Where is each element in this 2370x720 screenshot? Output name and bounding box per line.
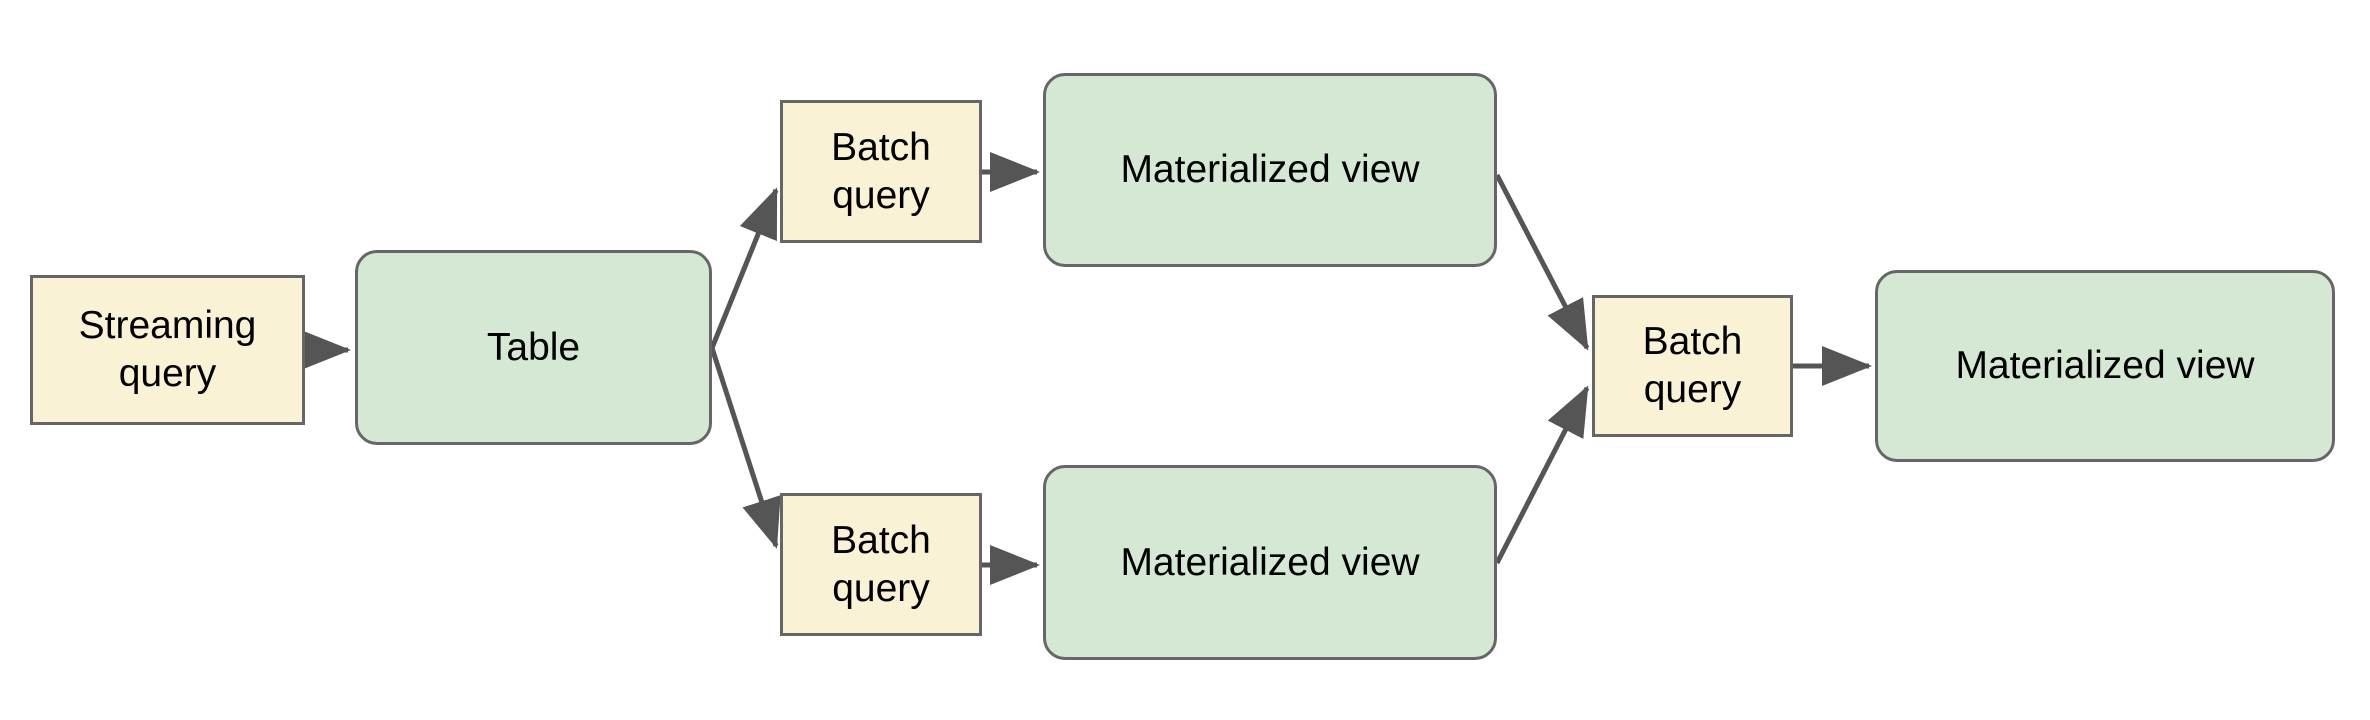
node-batch-query-top[interactable]: Batch query [780,100,982,243]
node-streaming-query-label: Streaming query [78,304,257,395]
edge-materialized-view-bottom-to-batch-query-right [1494,385,1590,565]
node-materialized-view-right[interactable]: Materialized view [1875,270,2335,462]
node-materialized-view-top[interactable]: Materialized view [1043,73,1497,267]
node-batch-query-right[interactable]: Batch query [1592,295,1793,437]
node-materialized-view-bottom[interactable]: Materialized view [1043,465,1497,660]
node-table[interactable]: Table [355,250,712,445]
node-materialized-view-bottom-label: Materialized view [1120,540,1420,584]
node-materialized-view-right-label: Materialized view [1955,344,2255,388]
node-batch-query-top-label: Batch query [831,125,931,217]
node-batch-query-right-label: Batch query [1642,320,1743,411]
edge-table-to-batch-query-bottom [709,347,781,549]
edge-materialized-view-top-to-batch-query-right [1494,173,1590,351]
node-batch-query-bottom[interactable]: Batch query [780,493,982,636]
edge-table-to-batch-query-top [709,187,779,349]
node-table-label: Table [486,325,581,369]
node-batch-query-bottom-label: Batch query [831,518,931,610]
node-materialized-view-top-label: Materialized view [1120,148,1420,192]
node-streaming-query[interactable]: Streaming query [30,275,305,425]
